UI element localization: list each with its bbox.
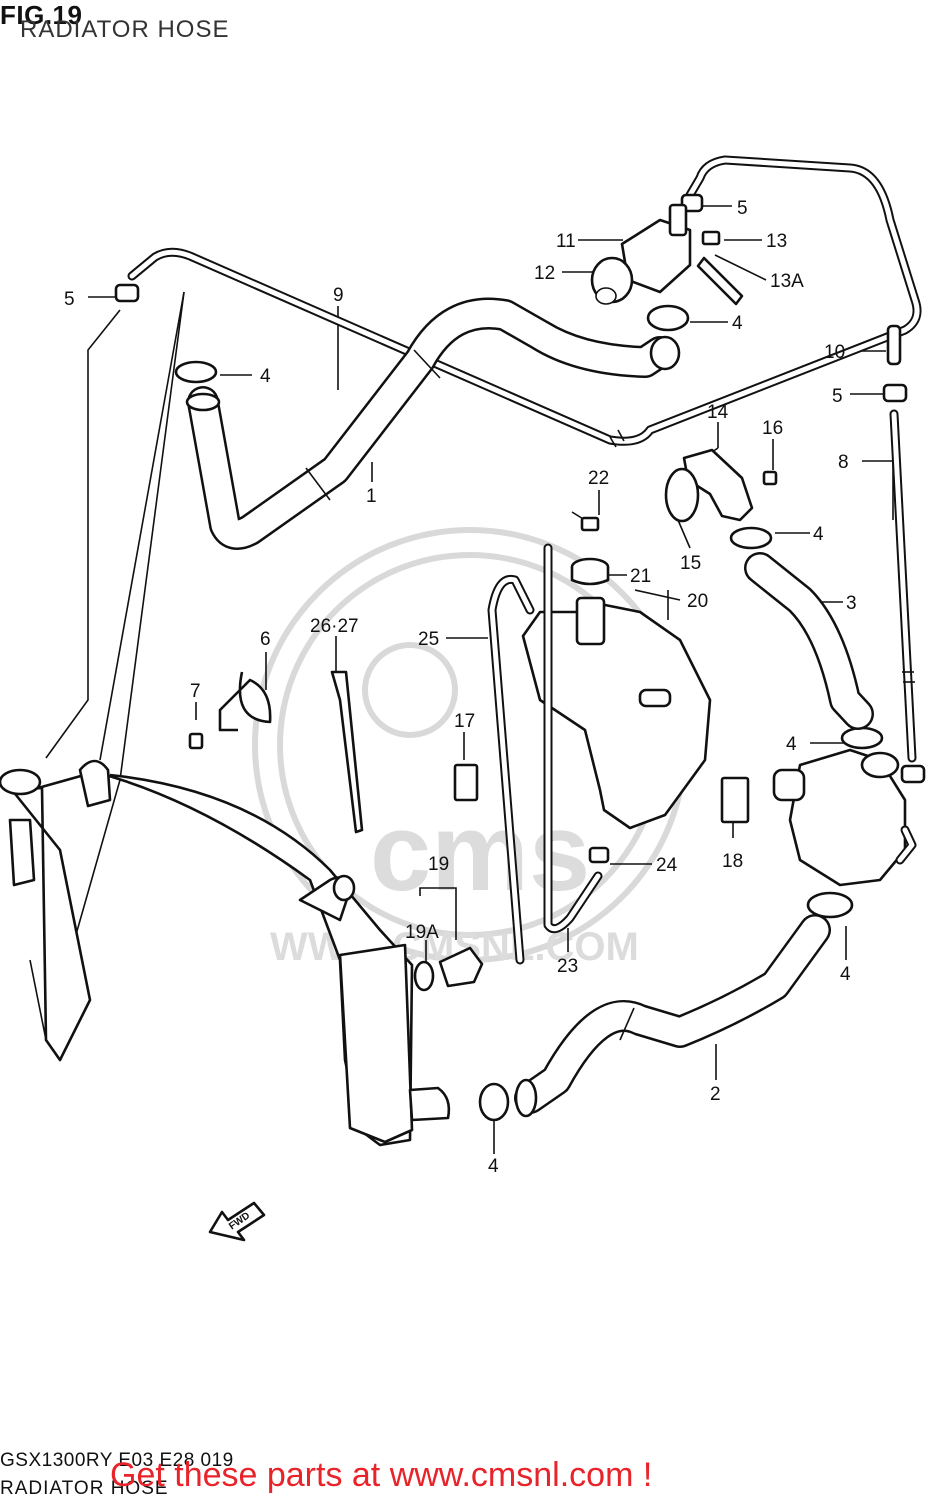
callout-4-c: 4 (813, 524, 824, 545)
watermark-brand: cms (370, 791, 590, 914)
callout-4-a: 4 (260, 366, 271, 387)
temp-sensor-19 (413, 946, 484, 992)
callout-13a: 13A (770, 271, 804, 292)
callout-1: 1 (366, 486, 377, 507)
callout-5-b: 5 (737, 198, 748, 219)
shop-link[interactable]: Get these parts at www.cmsnl.com ! (110, 1456, 653, 1494)
callout-25: 25 (418, 629, 439, 650)
callout-21: 21 (630, 566, 651, 587)
callout-13: 13 (766, 231, 787, 252)
radiator-hose-2 (514, 914, 831, 1118)
callout-10: 10 (824, 342, 845, 363)
callout-26-27: 26·27 (310, 616, 359, 637)
callout-23: 23 (557, 956, 578, 977)
footer-subtitle: RADIATOR HOSE (0, 1478, 169, 1499)
page-title: RADIATOR HOSE (20, 16, 230, 43)
watermark-logo: cms WWW.CMSNL.COM (252, 527, 688, 969)
callout-6: 6 (260, 629, 271, 650)
callout-16: 16 (762, 418, 783, 439)
callout-labels: 1 2 3 4 4 4 4 4 4 5 5 5 6 7 8 9 10 11 12… (64, 198, 857, 1177)
leader-lines (29, 205, 894, 1154)
callout-2: 2 (710, 1084, 721, 1105)
diagram-code: GSX1300RY E03 E28 019 (0, 1450, 234, 1471)
callout-11: 11 (556, 231, 576, 252)
fwd-arrow: FWD (208, 1201, 266, 1242)
callout-14: 14 (707, 402, 729, 423)
callout-4-f: 4 (488, 1156, 499, 1177)
breather-hose-8 (886, 324, 917, 763)
callout-15: 15 (680, 553, 701, 574)
callout-3: 3 (846, 593, 857, 614)
callout-19: 19 (428, 854, 449, 875)
callout-17: 17 (454, 711, 475, 732)
callout-4-d: 4 (786, 734, 797, 755)
callout-4-e: 4 (840, 964, 851, 985)
figure-number: FIG.19 (0, 0, 83, 30)
callout-20: 20 (687, 591, 708, 612)
radiator (0, 759, 451, 1147)
overflow-hoses (487, 543, 610, 965)
callout-19a: 19A (405, 922, 439, 943)
radiator-hose-3 (744, 552, 874, 730)
water-pump (772, 748, 917, 887)
callout-5-c: 5 (832, 386, 843, 407)
callout-12: 12 (534, 263, 555, 284)
hose-clamps (174, 304, 884, 1122)
callout-9: 9 (333, 285, 344, 306)
callout-5-a: 5 (64, 289, 75, 310)
callout-24: 24 (656, 855, 678, 876)
thermostat-housing (590, 203, 744, 306)
callout-22: 22 (588, 468, 609, 489)
callout-4-b: 4 (732, 313, 743, 334)
breather-hose-9 (127, 155, 922, 448)
callout-18: 18 (722, 851, 743, 872)
callout-8: 8 (838, 452, 849, 473)
outlet-fitting-14 (580, 448, 778, 532)
reservoir-tank-20 (521, 557, 712, 830)
small-parts (188, 670, 750, 834)
callout-7: 7 (190, 681, 201, 702)
radiator-hose-1 (185, 297, 681, 550)
